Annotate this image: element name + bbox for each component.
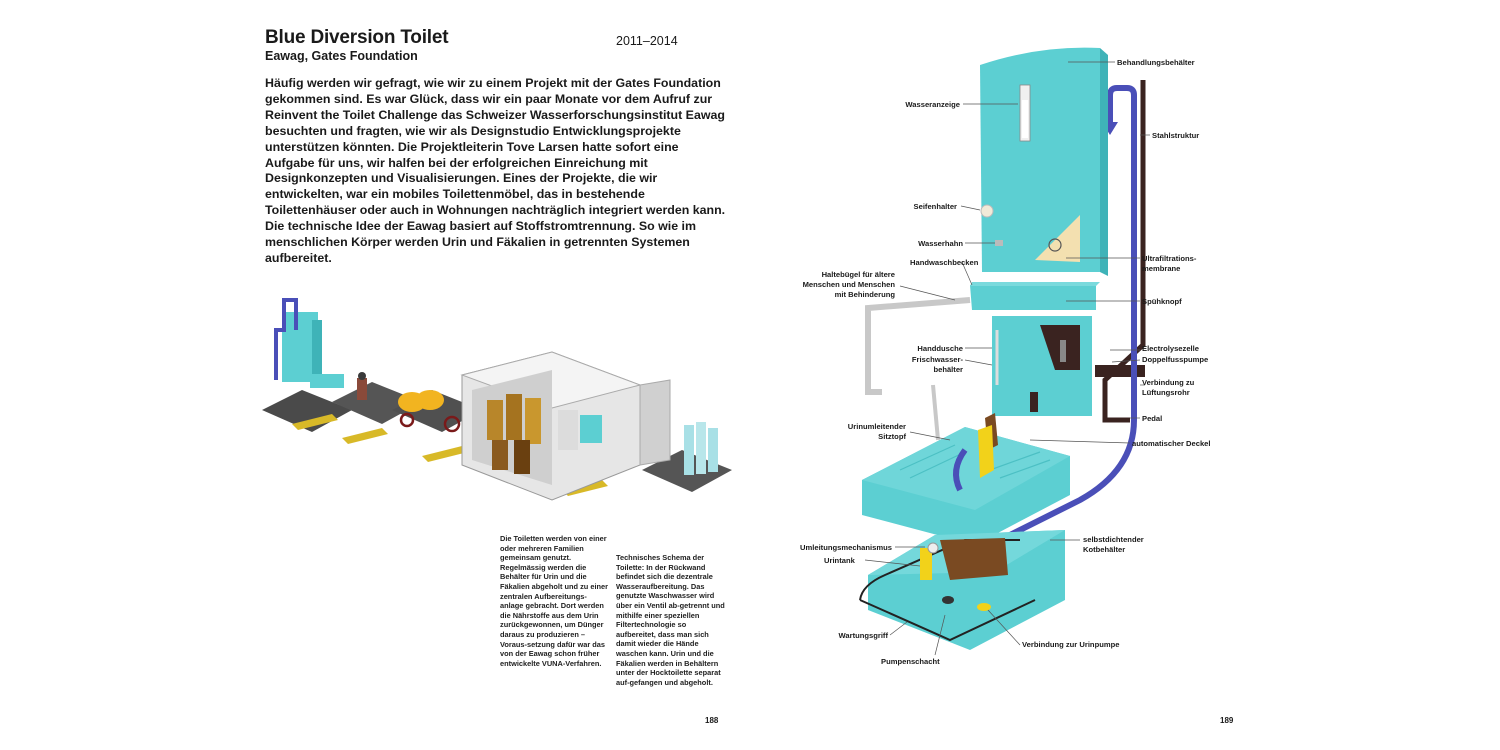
label-pumpenschacht: Pumpenschacht <box>881 657 940 666</box>
label-pedal: Pedal <box>1142 414 1162 423</box>
page-number-right: 189 <box>1220 716 1234 725</box>
label-haltebuegel-2: Menschen und Menschen <box>803 280 896 289</box>
label-seifenhalter: Seifenhalter <box>914 202 958 211</box>
label-haltebuegel-1: Haltebügel für ältere <box>822 270 895 279</box>
label-behandlungsbehaelter: Behandlungsbehälter <box>1117 58 1195 67</box>
label-spuehknopf: Spühknopf <box>1142 297 1182 306</box>
blue-pipe <box>274 298 298 380</box>
intro-paragraph: Häufig werden wir gefragt, wie wir zu ei… <box>265 76 726 265</box>
label-umleitung: Umleitungsmechanismus <box>800 543 892 552</box>
label-ultrafiltration-2: membrane <box>1142 264 1180 273</box>
label-wartungsgriff: Wartungsgriff <box>839 631 889 640</box>
label-stahlstruktur: Stahlstruktur <box>1152 131 1199 140</box>
label-handwaschbecken: Handwaschbecken <box>910 258 979 267</box>
label-kotbehaelter-1: selbstdichtender <box>1083 535 1144 544</box>
filter-membrane <box>1035 215 1080 262</box>
pump-connection <box>977 603 991 611</box>
grab-bar <box>865 297 971 395</box>
label-handdusche: Handdusche <box>917 344 963 353</box>
label-frischwasser-1: Frischwasser- <box>912 355 964 364</box>
cart <box>357 378 367 400</box>
steel-frame <box>1102 80 1146 423</box>
caption-right: Technisches Schema der Toilette: In der … <box>616 553 725 687</box>
yellow-diverter <box>978 425 994 478</box>
label-sitztopf-2: Sitztopf <box>878 432 906 441</box>
left-page: Blue Diversion Toilet Eawag, Gates Found… <box>262 27 732 725</box>
label-electrolysezelle: Electrolysezelle <box>1142 344 1199 353</box>
beam <box>292 414 338 430</box>
caption-left: Die Toiletten werden von einer oder mehr… <box>500 534 609 668</box>
tap <box>995 240 1003 246</box>
label-ultrafiltration-1: Ultrafiltrations- <box>1142 254 1197 263</box>
logistics-illustration <box>262 298 732 501</box>
page-subtitle: Eawag, Gates Foundation <box>265 49 418 63</box>
label-lueftung-1: Verbindung zu <box>1142 378 1195 387</box>
barrel <box>487 400 503 440</box>
label-frischwasser-2: behälter <box>933 365 963 374</box>
label-deckel: automatischer Deckel <box>1132 439 1211 448</box>
page-number-left: 188 <box>705 716 719 725</box>
label-urintank: Urintank <box>824 556 856 565</box>
soap-holder <box>980 204 994 218</box>
label-sitztopf-1: Urinumleitender <box>848 422 906 431</box>
wash-basin <box>970 285 1096 310</box>
treatment-tank <box>980 47 1100 272</box>
right-page: Behandlungsbehälter Wasseranzeige Stahls… <box>750 0 1500 750</box>
label-kotbehaelter-2: Kotbehälter <box>1083 545 1125 554</box>
label-wasserhahn: Wasserhahn <box>918 239 963 248</box>
page-title: Blue Diversion Toilet <box>265 27 449 48</box>
label-doppelfusspumpe: Doppelfusspumpe <box>1142 355 1208 364</box>
label-urinpumpe: Verbindung zur Urinpumpe <box>1022 640 1119 649</box>
maintenance-grip <box>859 539 1020 601</box>
urine-diverter <box>920 548 932 580</box>
toilet-schematic: Behandlungsbehälter Wasseranzeige Stahls… <box>800 47 1211 666</box>
label-haltebuegel-3: mit Behinderung <box>835 290 896 299</box>
label-lueftung-2: Lüftungsrohr <box>1142 388 1190 397</box>
canister <box>684 425 694 475</box>
platform-2 <box>332 382 422 424</box>
feces-container <box>940 538 1008 580</box>
label-wasseranzeige: Wasseranzeige <box>905 100 960 109</box>
project-years: 2011–2014 <box>616 34 678 48</box>
